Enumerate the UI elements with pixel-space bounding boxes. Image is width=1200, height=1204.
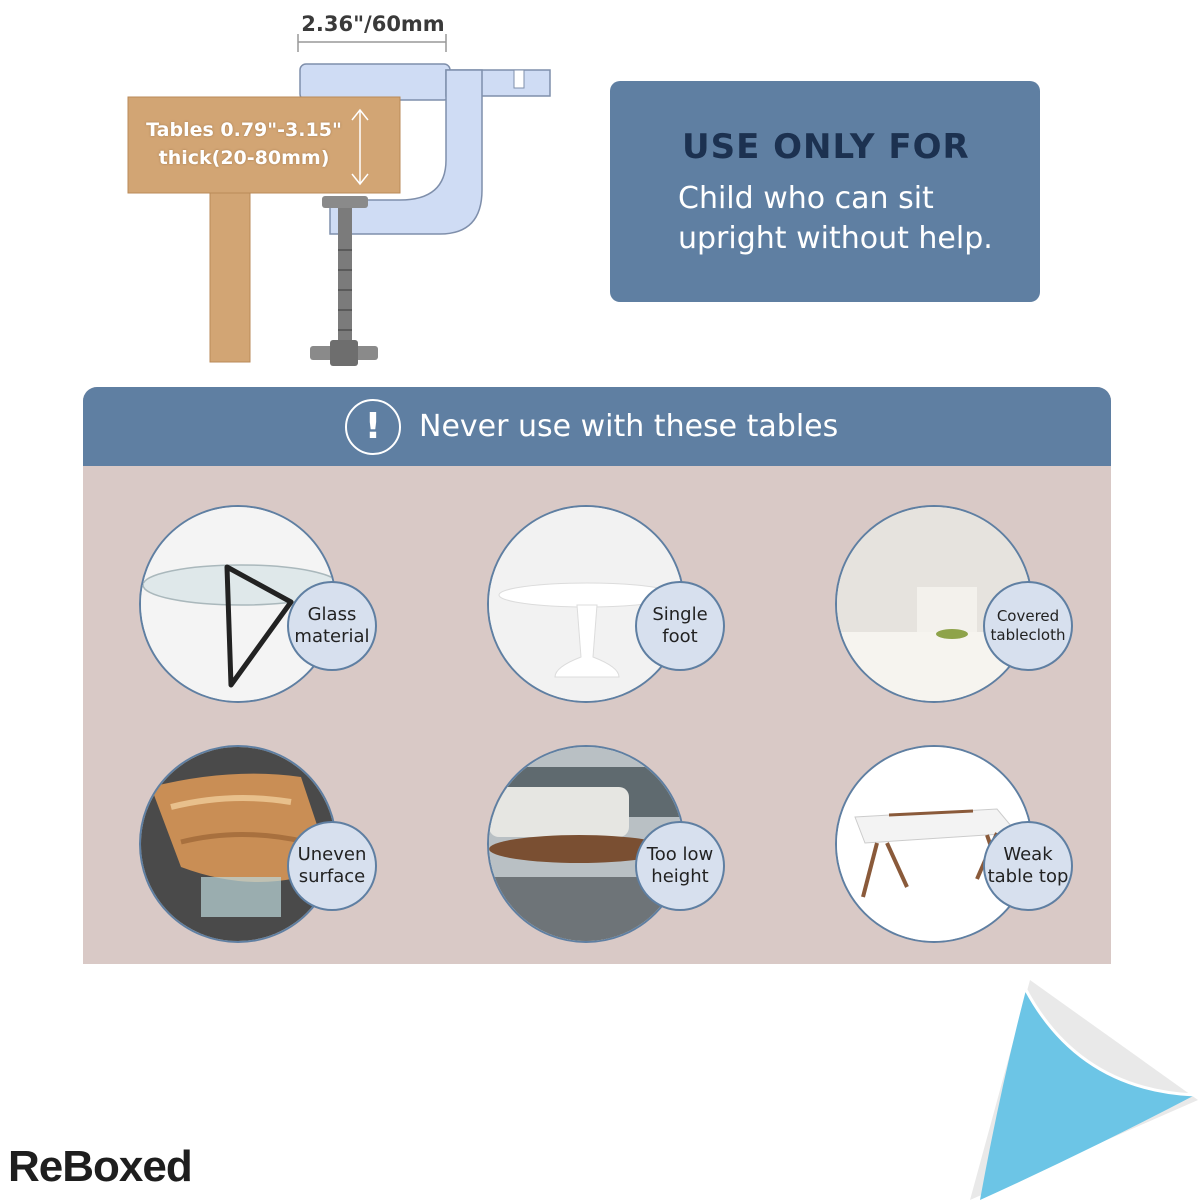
clamp-diagram: 2.36"/60mm Tables 0.79"-3.15" thick(20-8…: [0, 0, 600, 380]
warning-header: ! Never use with these tables: [83, 387, 1111, 466]
thickness-label-line1: Tables 0.79"-3.15": [146, 119, 342, 141]
badge-line2: height: [651, 866, 709, 887]
warning-title: Never use with these tables: [419, 409, 839, 444]
badge-line1: Too low: [646, 844, 714, 865]
thickness-label-line2: thick(20-80mm): [158, 147, 330, 169]
badge-line2: table top: [987, 866, 1069, 887]
clamp-illustration: [127, 34, 551, 366]
warning-exclamation-icon: !: [345, 399, 401, 455]
badge-line2: material: [294, 626, 370, 647]
badge-line1: Glass: [307, 604, 357, 625]
badge-line1: Weak: [1003, 844, 1053, 865]
badge-line1: Uneven: [297, 844, 367, 865]
badge-line2: foot: [662, 626, 698, 647]
dimension-arrow-icon: [297, 34, 447, 52]
use-only-title: USE ONLY FOR: [682, 127, 970, 167]
badge-line2: tablecloth: [990, 626, 1066, 644]
badge-line2: surface: [298, 866, 366, 887]
use-only-description: Child who can sit upright without help.: [678, 181, 993, 256]
page-curl-icon: [930, 960, 1200, 1200]
width-dimension-label: 2.36"/60mm: [301, 12, 445, 36]
thickness-label: Tables 0.79"-3.15" thick(20-80mm): [135, 116, 353, 172]
reboxed-logo: ReBoxed: [8, 1142, 193, 1191]
badge-line1: Single: [652, 604, 708, 625]
badge-line1: Covered: [996, 607, 1060, 625]
use-only-panel: USE ONLY FOR Child who can sit upright w…: [610, 81, 1040, 302]
